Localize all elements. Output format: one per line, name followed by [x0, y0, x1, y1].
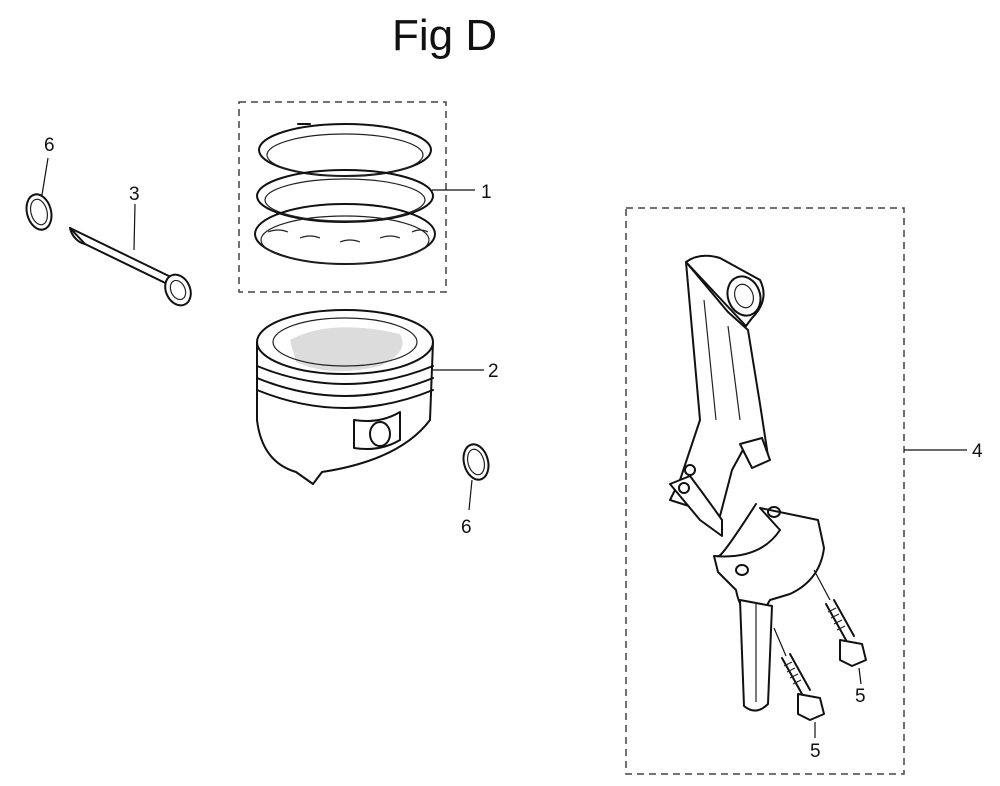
- callout-connecting-rod: 4: [972, 441, 983, 462]
- callout-rod-bolt-bottom: 5: [810, 741, 821, 762]
- piston-pin-clip-right: [462, 443, 490, 511]
- rod-bolt-bottom: [773, 627, 825, 738]
- piston-pin-clip-left: [25, 157, 53, 231]
- piston-pin: [69, 203, 192, 307]
- callout-piston-rings: 1: [481, 182, 492, 203]
- callout-piston-pin: 3: [129, 184, 140, 205]
- piston: [256, 309, 484, 485]
- callout-rod-bolt-right: 5: [855, 686, 866, 707]
- rod-bolt-right: [813, 569, 867, 685]
- figure-title: Fig D: [392, 11, 497, 60]
- connecting-rod-assembly: [625, 207, 967, 775]
- callout-clip-right: 6: [461, 517, 472, 538]
- piston-rings-set: [238, 101, 475, 293]
- callout-piston: 2: [488, 361, 499, 382]
- callout-clip-left: 6: [44, 135, 55, 156]
